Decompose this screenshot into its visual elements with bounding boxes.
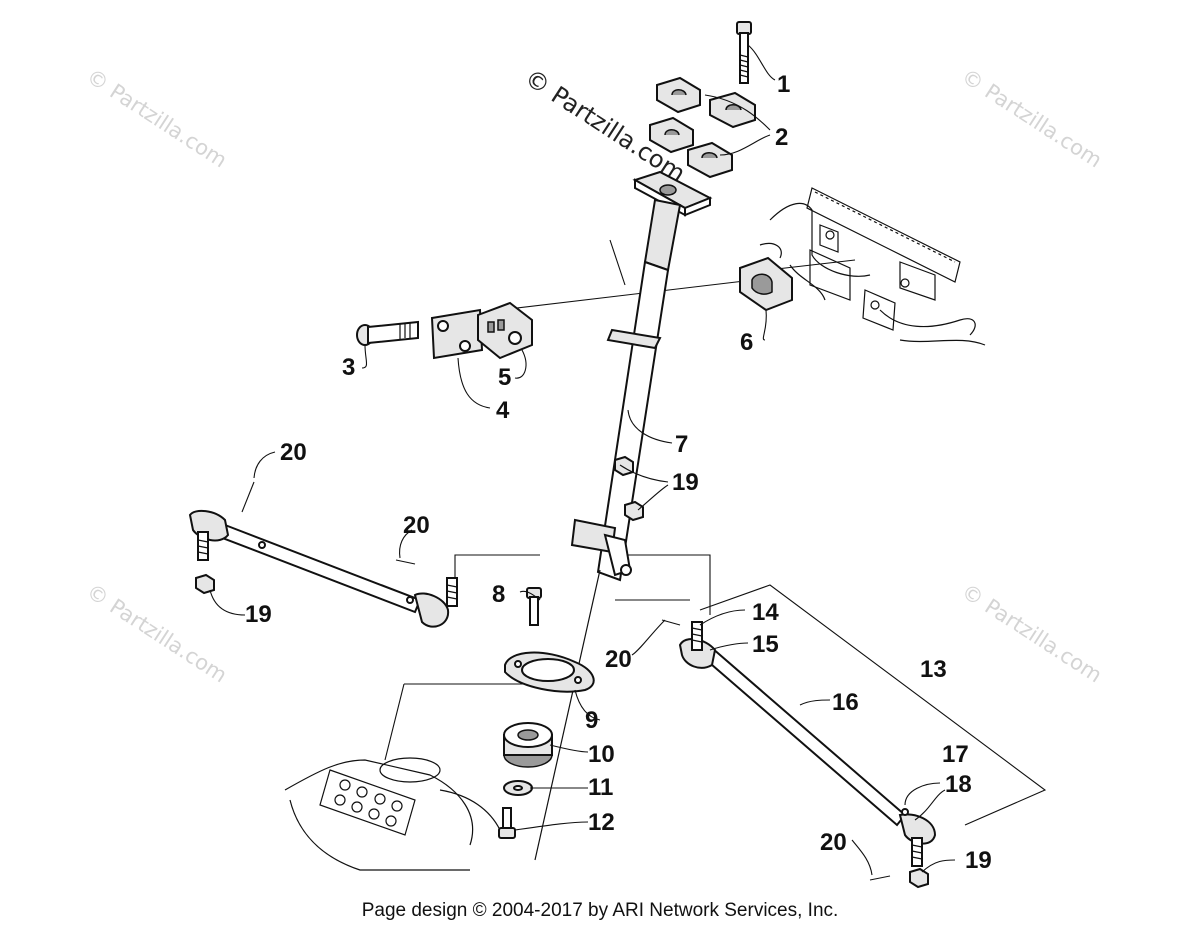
callout-20-top-left: 20 <box>280 439 307 466</box>
callout-5: 5 <box>498 364 511 391</box>
callout-6: 6 <box>740 329 753 356</box>
callout-11: 11 <box>588 774 613 801</box>
frame-sketch-upper <box>759 187 986 346</box>
leader-lines <box>209 44 956 876</box>
watermark-bottom-left: © Partzilla.com <box>82 579 231 687</box>
callout-9: 9 <box>585 707 598 734</box>
callout-20-mid-left: 20 <box>403 512 430 539</box>
callout-19-center: 19 <box>672 469 699 496</box>
callout-4: 4 <box>496 397 510 424</box>
watermark-top-right: © Partzilla.com <box>957 64 1106 172</box>
watermark-bottom-right: © Partzilla.com <box>957 579 1106 687</box>
callout-8: 8 <box>492 581 505 608</box>
callout-16: 16 <box>832 689 859 716</box>
callout-7: 7 <box>675 431 688 458</box>
frame-sketch-lower <box>284 757 501 871</box>
bearing-part-10 <box>503 722 553 768</box>
bolt-part-1 <box>736 21 752 84</box>
page-footer: Page design © 2004-2017 by ARI Network S… <box>361 900 839 921</box>
tie-rod-left <box>188 509 458 628</box>
tie-rod-right <box>678 621 937 867</box>
steering-post-part-7 <box>534 170 713 861</box>
callout-1: 1 <box>777 71 790 98</box>
callout-2: 2 <box>775 124 788 151</box>
callout-20-mid-right: 20 <box>605 646 632 673</box>
callout-15: 15 <box>752 631 779 658</box>
plate-part-4 <box>430 308 484 360</box>
callout-19-right: 19 <box>965 847 992 874</box>
washer-part-11 <box>503 780 533 796</box>
callout-19-left: 19 <box>245 601 272 628</box>
callout-3: 3 <box>342 354 355 381</box>
flange-part-9 <box>504 651 595 693</box>
callouts: 1 2 3 4 5 6 7 8 9 10 11 12 13 14 15 16 1… <box>245 71 992 874</box>
callout-10: 10 <box>588 741 615 768</box>
block-part-6 <box>739 256 793 312</box>
cotter-pins-part-20 <box>241 481 891 881</box>
bolt-part-3 <box>356 320 419 346</box>
callout-13: 13 <box>920 656 947 683</box>
bolt-part-8 <box>526 587 542 626</box>
callout-12: 12 <box>588 809 615 836</box>
watermark-top-left: © Partzilla.com <box>82 64 231 172</box>
callout-17: 17 <box>942 741 969 768</box>
callout-14: 14 <box>752 599 779 626</box>
callout-18: 18 <box>945 771 972 798</box>
bolt-part-12 <box>498 807 516 839</box>
clamp-blocks-part-2 <box>649 76 756 179</box>
callout-20-bottom-right: 20 <box>820 829 847 856</box>
block-part-5 <box>477 301 533 360</box>
